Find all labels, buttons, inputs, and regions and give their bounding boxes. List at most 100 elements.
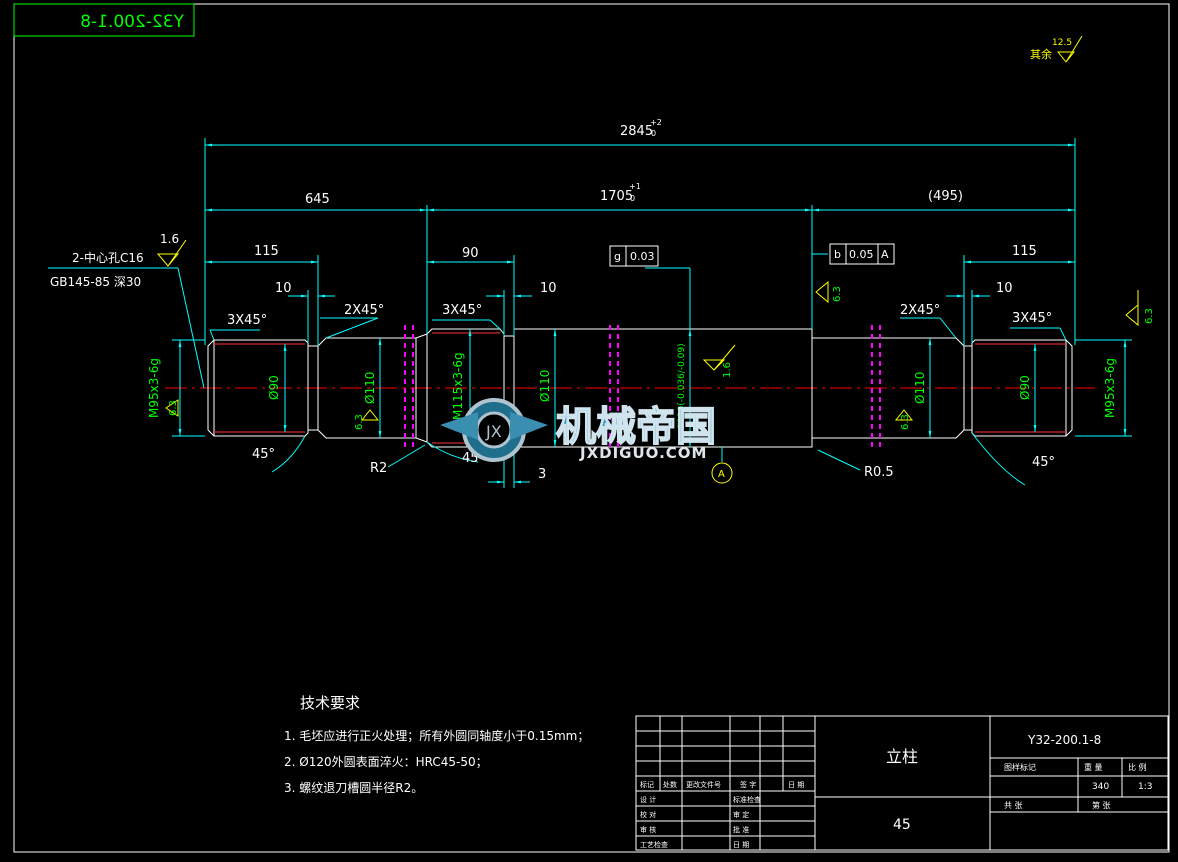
watermark-text: 机械帝国 bbox=[556, 404, 716, 450]
dim-right-thread: M95x3-6g bbox=[1103, 358, 1117, 418]
dim-mid-left-groove: 10 bbox=[540, 281, 557, 296]
drawing-code: Y32-200.1-8 bbox=[1027, 733, 1101, 747]
section-marks bbox=[404, 325, 881, 450]
weight-value: 340 bbox=[1092, 782, 1109, 792]
sign-row-a: 设 计 bbox=[640, 795, 656, 804]
material: 45 bbox=[893, 817, 911, 833]
gdt1-symbol: g bbox=[614, 250, 621, 263]
dim-right-step-dia: Ø110 bbox=[913, 372, 927, 404]
rev-header: 签 字 bbox=[740, 780, 756, 789]
dim-middle-section: 1705 bbox=[600, 189, 633, 204]
watermark-sub: JXDIGUO.COM bbox=[579, 444, 707, 462]
roughness-r4: 6.3 bbox=[832, 286, 843, 302]
dim-right-section: (495) bbox=[928, 189, 963, 204]
dim-mid-left-chamfer: 3X45° bbox=[442, 303, 482, 318]
dim-left-thread-len: 115 bbox=[254, 244, 279, 259]
dim-overall: 2845 bbox=[620, 124, 653, 139]
dim-left-section: 645 bbox=[305, 192, 330, 207]
tech-title: 技术要求 bbox=[300, 694, 360, 712]
roughness-symbols bbox=[156, 239, 1139, 421]
roughness-values: 1.6 6.3 6.3 6.3 1.6 6.3 6.3 bbox=[160, 232, 1155, 430]
datum-label: A bbox=[718, 469, 725, 480]
dim-overall-tol-lo: 0 bbox=[651, 129, 656, 138]
dim-left-step-chamfer: 2X45° bbox=[344, 303, 384, 318]
dim-small-gap: 3 bbox=[538, 467, 546, 482]
tech-requirements: 技术要求 1. 毛坯应进行正火处理；所有外圆同轴度小于0.15mm； 2. Ø1… bbox=[284, 694, 589, 795]
gdt1-value: 0.03 bbox=[630, 250, 655, 263]
sheet-label: 共 张 bbox=[1004, 801, 1023, 810]
roughness-other-label: 其余 bbox=[1030, 47, 1052, 61]
part-name: 立柱 bbox=[886, 747, 918, 766]
roughness-other-value: 12.5 bbox=[1052, 38, 1072, 48]
dim-left-dia: Ø90 bbox=[267, 375, 281, 400]
sheet-of-label: 第 张 bbox=[1092, 800, 1111, 810]
sign-row-b: 日 期 bbox=[733, 841, 749, 849]
dim-right-thread-len: 115 bbox=[1012, 244, 1037, 259]
sign-row-b: 批 准 bbox=[733, 825, 749, 834]
stage-label: 图样标记 bbox=[1004, 762, 1036, 772]
roughness-r5: 1.6 bbox=[722, 362, 733, 378]
tech-item-1: 1. 毛坯应进行正火处理；所有外圆同轴度小于0.15mm； bbox=[284, 728, 589, 743]
sign-row-a: 校 对 bbox=[640, 810, 656, 819]
roughness-r7: 6.3 bbox=[900, 414, 911, 430]
gdt-texts: g 0.03 b 0.05 A bbox=[614, 248, 889, 263]
tech-item-2: 2. Ø120外圆表面淬火：HRC45-50； bbox=[284, 754, 488, 769]
watermark-gear-icon: JX bbox=[440, 398, 548, 462]
center-hole-line1: 2-中心孔C16 bbox=[72, 250, 144, 265]
gdt2-value: 0.05 bbox=[849, 248, 874, 261]
center-hole-line2: GB145-85 深30 bbox=[50, 275, 141, 289]
drawing-frame bbox=[13, 3, 1170, 853]
tech-item-3: 3. 螺纹退刀槽圆半径R2。 bbox=[284, 781, 423, 795]
roughness-r6: 6.3 bbox=[1144, 308, 1155, 324]
dim-left-thread: M95x3-6g bbox=[147, 358, 161, 418]
dim-middle-tol-lo: 0 bbox=[630, 194, 635, 203]
rev-header: 日 期 bbox=[788, 781, 804, 789]
dim-angle-left: 45° bbox=[252, 447, 275, 462]
sign-row-b: 审 定 bbox=[733, 810, 749, 819]
dim-left-chamfer: 3X45° bbox=[227, 313, 267, 328]
roughness-r2: 6.3 bbox=[168, 400, 179, 416]
dim-left-groove: 10 bbox=[275, 281, 292, 296]
dim-radius-right: R0.5 bbox=[864, 465, 894, 480]
dim-radius-left: R2 bbox=[370, 461, 387, 476]
gdt2-symbol: b bbox=[834, 248, 841, 261]
sign-rows: 设 计 标准检查 校 对 审 定 审 核 批 准 工艺检查 日 期 bbox=[640, 795, 761, 849]
dimension-lines bbox=[48, 138, 1132, 488]
dim-mid-dia: Ø110 bbox=[538, 370, 552, 402]
roughness-r1: 1.6 bbox=[160, 232, 179, 246]
sign-row-b: 标准检查 bbox=[733, 795, 761, 804]
gdt-frames bbox=[609, 243, 895, 267]
watermark: JX 机械帝国 JXDIGUO.COM bbox=[440, 398, 717, 462]
mirrored-code-box: Y32-200.1-8 bbox=[13, 3, 195, 37]
scale-value: 1:3 bbox=[1138, 782, 1152, 792]
svg-text:JX: JX bbox=[485, 422, 502, 441]
scale-label: 比 例 bbox=[1128, 762, 1147, 772]
rev-header: 标记 bbox=[640, 780, 654, 789]
dim-right-groove: 10 bbox=[996, 281, 1013, 296]
dim-right-chamfer: 3X45° bbox=[1012, 311, 1052, 326]
dim-right-step-chamfer: 2X45° bbox=[900, 303, 940, 318]
dim-middle-tol-up: +1 bbox=[629, 182, 641, 191]
gdt2-datum: A bbox=[881, 248, 889, 261]
dim-overall-tol-up: +2 bbox=[650, 118, 662, 127]
rev-header: 处数 bbox=[663, 780, 677, 789]
weight-label: 重 量 bbox=[1084, 762, 1103, 772]
sign-row-a: 审 核 bbox=[640, 825, 656, 834]
datum-circle bbox=[711, 462, 733, 484]
diameter-texts: M95x3-6g Ø90 Ø110 M115x3-6g Ø110 Ø120(-0… bbox=[147, 343, 1117, 430]
mirrored-code-text: Y32-200.1-8 bbox=[80, 12, 185, 32]
dim-angle-right: 45° bbox=[1032, 455, 1055, 470]
dim-mid-left-len: 90 bbox=[462, 246, 479, 261]
rev-header: 更改文件号 bbox=[686, 780, 721, 789]
dim-main-dia: Ø120(-0.036/-0.09) bbox=[676, 343, 687, 430]
sign-row-a: 工艺检查 bbox=[640, 840, 668, 849]
roughness-r3: 6.3 bbox=[354, 414, 365, 430]
title-block-text: 立柱 45 Y32-200.1-8 图样标记 重 量 比 例 340 1:3 共… bbox=[640, 733, 1152, 849]
dim-left-step-dia: Ø110 bbox=[363, 372, 377, 404]
roughness-other: 其余 12.5 bbox=[1030, 35, 1083, 63]
dim-mid-thread: M115x3-6g bbox=[451, 352, 465, 420]
dim-right-dia: Ø90 bbox=[1018, 375, 1032, 400]
title-block bbox=[635, 715, 1169, 851]
